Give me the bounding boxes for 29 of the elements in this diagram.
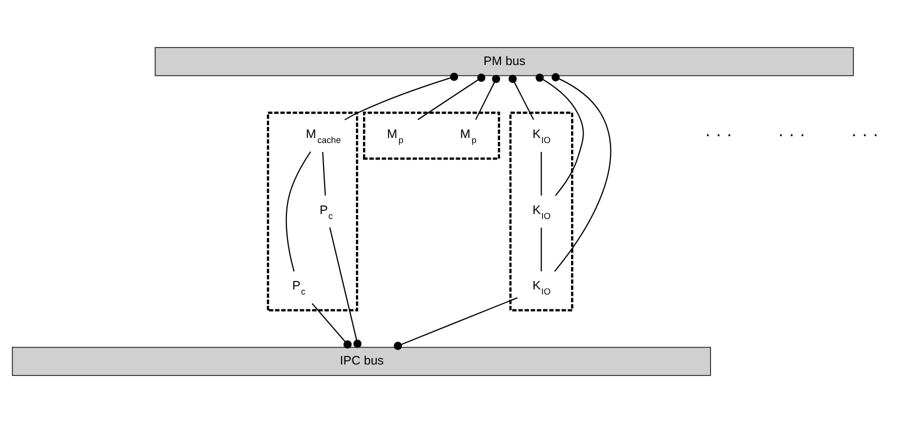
connector — [552, 72, 612, 272]
cluster — [266, 111, 358, 311]
node-text: M$_{p}$ — [460, 126, 477, 145]
node-text: M$_{p}$ — [387, 126, 404, 145]
connector — [286, 150, 312, 272]
connector — [329, 226, 362, 348]
connector — [508, 74, 534, 120]
node-box: PM bus — [154, 46, 854, 76]
connector — [540, 151, 542, 196]
node-text: P$_{c}$ — [292, 278, 306, 296]
label: · · · — [704, 124, 732, 144]
connector — [418, 73, 486, 120]
node-text: P$_{c}$ — [320, 202, 333, 220]
node-text: M$_{cache}$ — [306, 126, 341, 145]
connector — [394, 296, 518, 350]
connector — [540, 227, 542, 271]
connector — [322, 151, 326, 196]
label: · · · — [851, 124, 879, 144]
node-box: IPC bus — [12, 346, 711, 376]
cluster — [509, 111, 574, 311]
connector — [536, 73, 584, 196]
node-text: K$_{IO}$ — [532, 126, 551, 145]
label: · · · — [778, 124, 806, 144]
node-text: K$_{IO}$ — [532, 202, 551, 220]
cluster — [363, 111, 500, 160]
connector — [312, 302, 352, 348]
connector — [344, 72, 458, 120]
node-text: K$_{IO}$ — [532, 278, 551, 296]
connector — [475, 74, 500, 120]
